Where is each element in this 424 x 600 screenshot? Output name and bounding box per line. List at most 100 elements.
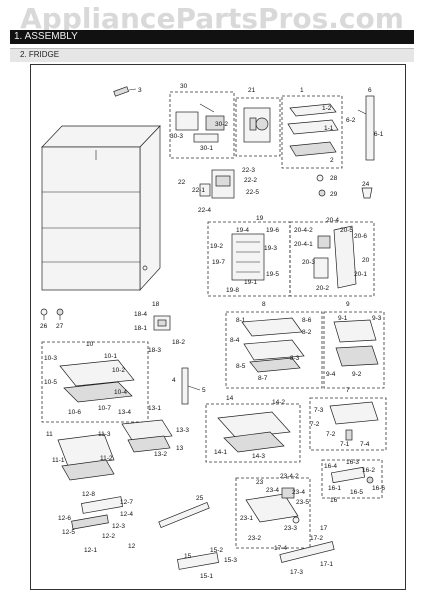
label-20-1: 20-1 [354,271,367,278]
part-24-clip [361,187,373,199]
group-18-parts [153,315,171,331]
label-20-6: 20-6 [354,233,367,240]
label-16-4: 16-4 [324,463,337,470]
label-7-3: 7-3 [314,407,324,414]
label-2: 2 [330,157,334,164]
group-13-parts [121,419,173,453]
label-9: 9 [346,301,350,308]
label-12-6: 12-6 [58,515,71,522]
label-22-4: 22-4 [198,207,211,214]
label-10-5: 10-5 [44,379,57,386]
label-20-2: 20-2 [316,285,329,292]
label-20-4: 20-4 [326,217,339,224]
label-21: 21 [248,87,256,94]
group-20-parts [313,225,357,289]
group-14-box [205,403,301,463]
label-8-5: 8-5 [236,363,246,370]
label-13: 13 [176,445,184,452]
label-15-1: 15-1 [200,573,213,580]
section-title: 2. FRIDGE [20,50,60,59]
label-10-1: 10-1 [104,353,117,360]
label-12-5: 12-5 [62,529,75,536]
label-20-4-1: 20-4-1 [294,241,313,248]
label-27: 27 [56,323,64,330]
group-22-parts [199,169,235,199]
label-7-1: 7-1 [340,441,350,448]
label-18-1: 18-1 [134,325,147,332]
parts-26-27 [40,308,64,320]
part-28-knob [316,174,324,182]
label-20: 20 [362,257,370,264]
label-11-2: 11-2 [100,455,113,462]
label-19: 19 [256,215,264,222]
label-9-4: 9-4 [326,371,336,378]
label-1-1: 1-1 [324,125,334,132]
label-13-4: 13-4 [118,409,131,416]
part-29-knob [318,189,326,197]
site-watermark: AppliancePartsPros.com [20,2,404,35]
label-17-3: 17-3 [290,569,303,576]
label-14-2: 14-2 [272,399,285,406]
label-10-6: 10-6 [68,409,81,416]
section-bar [10,48,414,62]
label-5: 5 [202,387,206,394]
group-30-box [169,91,235,159]
part-3-cover [113,86,137,97]
label-8-4: 8-4 [230,337,240,344]
label-9-2: 9-2 [352,371,362,378]
label-16-3: 16-3 [346,459,359,466]
label-23-4b: 23-4 [292,489,305,496]
group-9-parts [333,319,379,367]
label-10-2: 10-2 [112,367,125,374]
label-23-3: 23-3 [284,525,297,532]
group-1-box [281,95,343,169]
group-7-box [309,397,387,451]
group-30-parts [175,103,225,143]
group-21-box [235,97,281,157]
label-19-3: 19-3 [264,245,277,252]
label-3: 3 [138,87,142,94]
label-23: 23 [256,479,264,486]
label-7-2: 7-2 [310,421,320,428]
label-12-1: 12-1 [84,547,97,554]
label-10-3: 10-3 [44,355,57,362]
label-12-3: 12-3 [112,523,125,530]
label-7-2b: 7-2 [326,431,336,438]
label-20-3: 20-3 [302,259,315,266]
label-15-3: 15-3 [224,557,237,564]
label-30-1: 30-1 [200,145,213,152]
label-23-2: 23-2 [248,535,261,542]
callout-labels: 3 30 30-2 30-3 30-1 21 1 1-2 1-1 2 6 6-2… [40,83,385,580]
group-16-parts [330,466,374,484]
label-8-2: 8-2 [302,329,312,336]
label-8-7: 8-7 [258,375,268,382]
group-10-box [41,341,149,423]
group-8-box [225,311,323,389]
group-17-parts [279,541,335,563]
group-20-box [289,221,375,297]
label-8-1: 8-1 [236,317,246,324]
part-25-bar [158,502,210,528]
label-4: 4 [172,377,176,384]
label-19-5: 19-5 [266,271,279,278]
label-11-3: 11-3 [98,431,111,438]
group-8-parts [241,317,305,373]
label-20-5: 20-5 [340,227,353,234]
label-22-2: 22-2 [244,177,257,184]
label-17-2: 17-2 [310,535,323,542]
label-28: 28 [330,175,338,182]
label-8-3: 8-3 [290,355,300,362]
group-19-parts [231,233,265,281]
label-14: 14 [226,395,234,402]
header-bar [10,30,414,44]
group-23-parts [245,487,300,524]
group-1-parts [287,103,339,157]
label-15: 15 [184,553,192,560]
label-7: 7 [346,387,350,394]
label-18-3: 18-3 [148,347,161,354]
label-15-2: 15-2 [210,547,223,554]
label-1-2: 1-2 [322,105,332,112]
label-13-3: 13-3 [176,427,189,434]
label-18-2: 18-2 [172,339,185,346]
